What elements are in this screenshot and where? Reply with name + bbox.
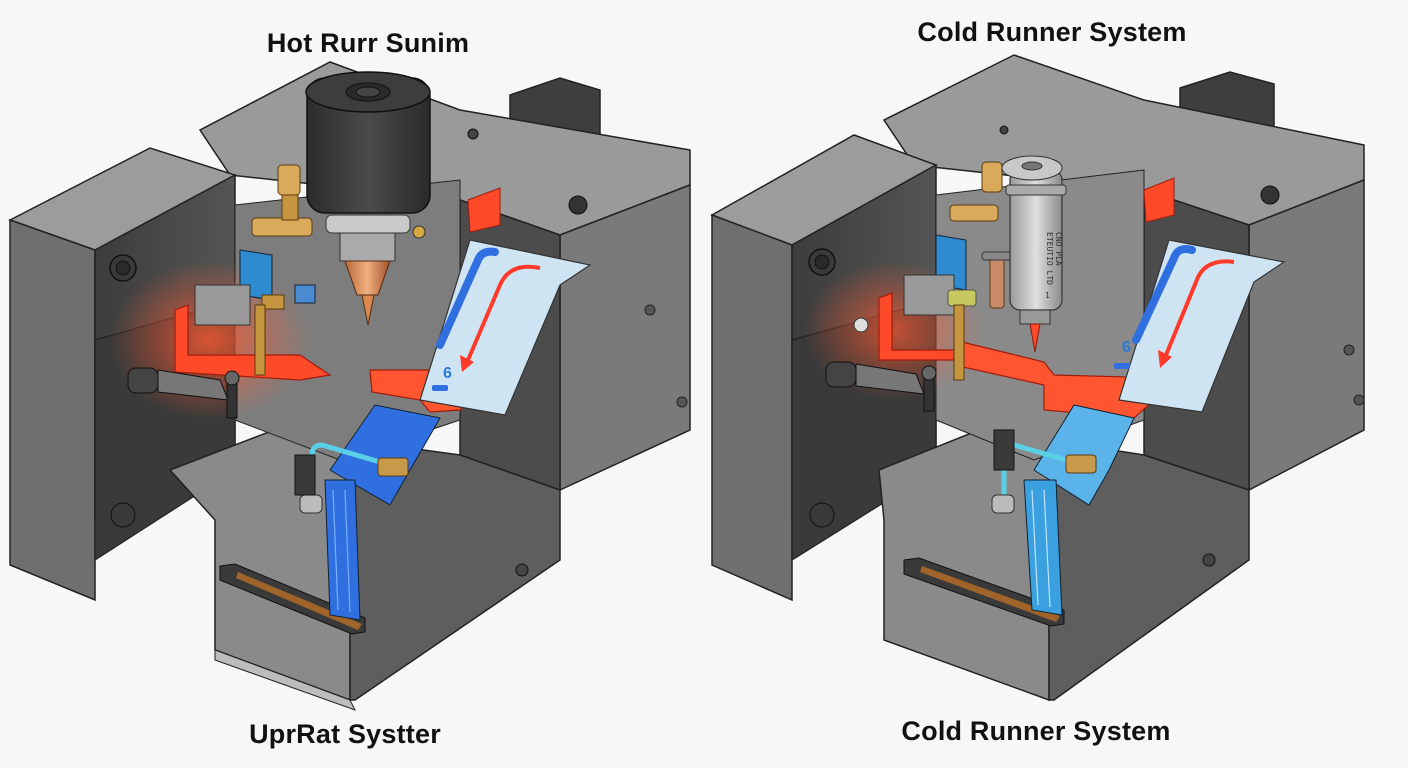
valve-block — [903, 234, 967, 316]
hot-runner-svg: 6 — [8, 61, 691, 711]
hot-runner-title: Hot Rurr Sunim — [266, 28, 470, 58]
flow-channel: 6 — [419, 239, 592, 416]
cold-runner-svg: 6 ETEUTIO LTD CNO PLA — [710, 54, 1365, 702]
cooling-channel — [324, 404, 441, 621]
water-fitting — [294, 442, 409, 514]
side-cylinder — [825, 317, 937, 412]
channel-marker: 6 — [443, 365, 452, 382]
bushing-number: 1 — [1045, 291, 1050, 300]
bushing-label-2: CNO PLA — [1054, 232, 1063, 266]
flow-channel: 6 — [1114, 239, 1286, 413]
cold-runner-caption: Cold Runner System — [901, 716, 1171, 746]
brass-fittings — [947, 161, 1013, 381]
cooling-channel — [1023, 404, 1135, 616]
bushing-label: ETEUTIO LTD — [1045, 232, 1054, 285]
sprue-bushing: ETEUTIO LTD CNO PLA 1 — [1001, 155, 1067, 353]
valve-block — [194, 249, 273, 326]
side-cylinder — [127, 367, 240, 419]
water-fitting — [991, 429, 1097, 514]
nozzle-housing — [305, 71, 431, 326]
hot-runner-illustration: 6 — [8, 61, 691, 711]
hot-runner-caption: UprRat Systter — [249, 719, 441, 749]
channel-marker: 6 — [1122, 339, 1131, 356]
ejector-slot — [903, 557, 1065, 627]
brass-fittings — [251, 164, 316, 376]
cold-runner-title: Cold Runner System — [917, 17, 1187, 47]
runner — [878, 177, 1175, 419]
cold-runner-illustration: 6 ETEUTIO LTD CNO PLA — [704, 0, 1408, 768]
